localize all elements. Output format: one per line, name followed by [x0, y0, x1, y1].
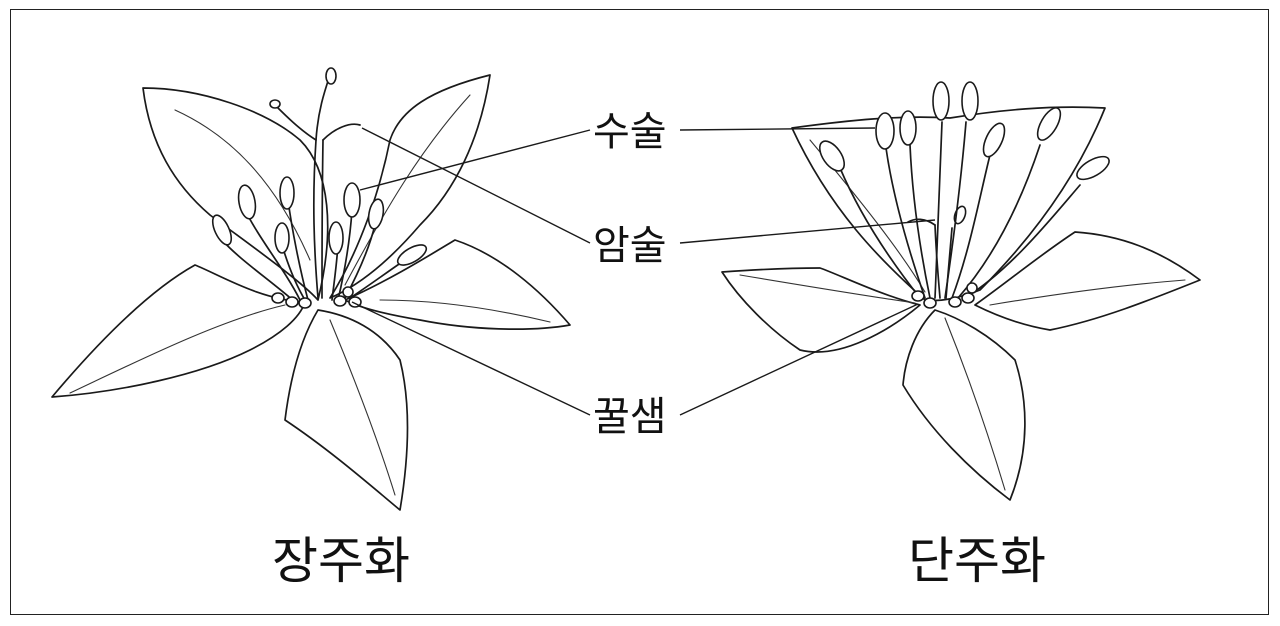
stamen-label: 수술 — [593, 112, 667, 152]
short-styled-flower — [722, 82, 1200, 500]
nectary-label: 꿀샘 — [593, 397, 667, 437]
left-flower-petal-left — [52, 265, 305, 397]
long-styled-caption: 장주화 — [272, 536, 410, 586]
long-styled-flower — [52, 68, 570, 510]
right-flower-petal-lower — [903, 310, 1025, 500]
pistil-label: 암술 — [593, 226, 667, 266]
right-flower-petal-left — [722, 268, 920, 352]
short-styled-caption: 단주화 — [908, 536, 1046, 586]
left-flower-petal-lower — [285, 310, 408, 510]
